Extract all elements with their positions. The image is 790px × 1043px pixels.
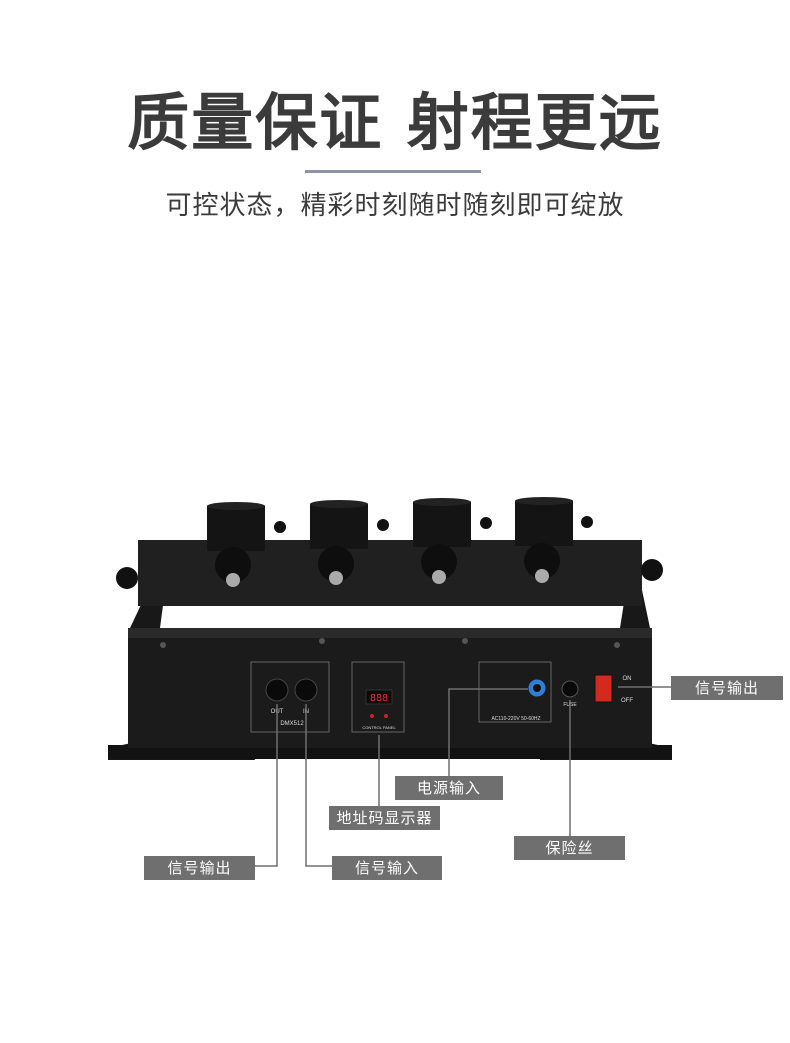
fuse-holder (561, 680, 579, 698)
callout-address-display: 地址码显示器 (329, 806, 440, 830)
control-panel-label: CONTROL PANEL (362, 725, 396, 730)
callout-signal-out-right: 信号输出 (671, 676, 783, 700)
nozzle-1 (207, 506, 265, 551)
leader-signal-out-left (255, 704, 278, 867)
right-knob (641, 559, 663, 581)
leader-signal-in (305, 704, 333, 867)
callout-fuse: 保险丝 (514, 836, 625, 860)
page-subtitle: 可控状态，精彩时刻随时随刻即可绽放 (165, 191, 625, 221)
address-display-digits: 888 (370, 693, 388, 704)
dmx-label: DMX512 (280, 721, 304, 727)
control-panel (351, 661, 405, 733)
title-divider (305, 170, 481, 173)
power-panel (478, 661, 552, 723)
page-title: 质量保证 射程更远 (127, 86, 663, 159)
switch-on-label: ON (623, 676, 632, 682)
callout-signal-in: 信号输入 (332, 856, 442, 880)
callout-power-in: 电源输入 (395, 776, 503, 800)
left-knob (116, 567, 138, 589)
power-switch (594, 674, 613, 703)
dmx-in-port (294, 678, 318, 702)
power-spec-label: AC110-220V 50-60HZ (491, 716, 540, 722)
callout-signal-out-left: 信号输出 (144, 856, 255, 880)
nozzle-3 (413, 502, 471, 547)
nozzle-2 (310, 504, 368, 549)
dmx-out-port (265, 678, 289, 702)
dmx-panel (250, 661, 330, 733)
leader-power-in (448, 688, 528, 777)
nozzle-4 (515, 501, 573, 546)
switch-off-label: OFF (621, 698, 633, 704)
